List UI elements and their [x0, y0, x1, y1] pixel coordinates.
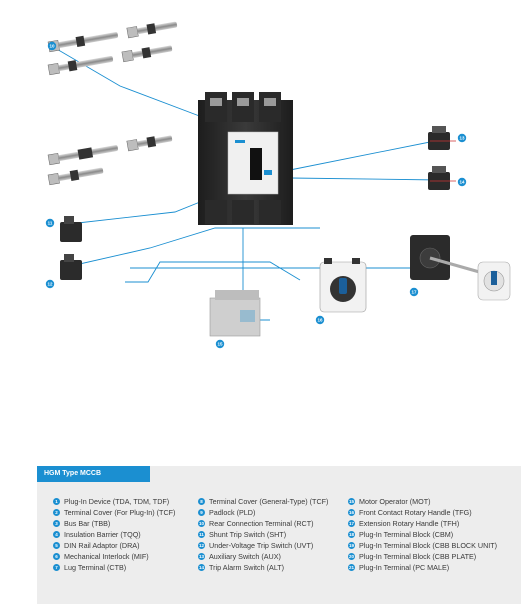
svg-text:14: 14	[459, 180, 465, 185]
svg-text:15: 15	[217, 342, 223, 347]
svg-text:11: 11	[48, 221, 53, 226]
terminal-bars	[47, 135, 173, 186]
mccb-breaker	[198, 92, 293, 225]
svg-text:16: 16	[317, 318, 323, 323]
front-rotary-handle	[319, 258, 367, 313]
callout-15: 15	[215, 339, 225, 349]
svg-text:10: 10	[49, 44, 55, 49]
motor-operator	[209, 290, 261, 337]
accessory-diagram: 10 11 12 13 14 15 16 17	[45, 21, 511, 349]
uvt-module	[60, 254, 82, 280]
leader-lines	[54, 47, 441, 321]
svg-text:12: 12	[47, 282, 53, 287]
callout-17: 17	[409, 287, 419, 297]
callout-10: 10	[47, 41, 57, 51]
svg-text:13: 13	[459, 136, 465, 141]
trip-alarm-switch	[428, 166, 456, 190]
legend-panel	[37, 466, 521, 604]
shunt-trip-module	[60, 216, 82, 242]
callout-16: 16	[315, 315, 325, 325]
callout-12: 12	[45, 279, 55, 289]
svg-text:17: 17	[411, 290, 417, 295]
callout-13: 13	[457, 133, 467, 143]
rear-connection-terminals	[47, 21, 178, 76]
callout-14: 14	[457, 177, 467, 187]
legend-title: HGM Type MCCB	[37, 466, 150, 482]
extension-rotary-handle	[410, 235, 511, 301]
callout-11: 11	[45, 218, 55, 228]
auxiliary-switch	[428, 126, 456, 150]
